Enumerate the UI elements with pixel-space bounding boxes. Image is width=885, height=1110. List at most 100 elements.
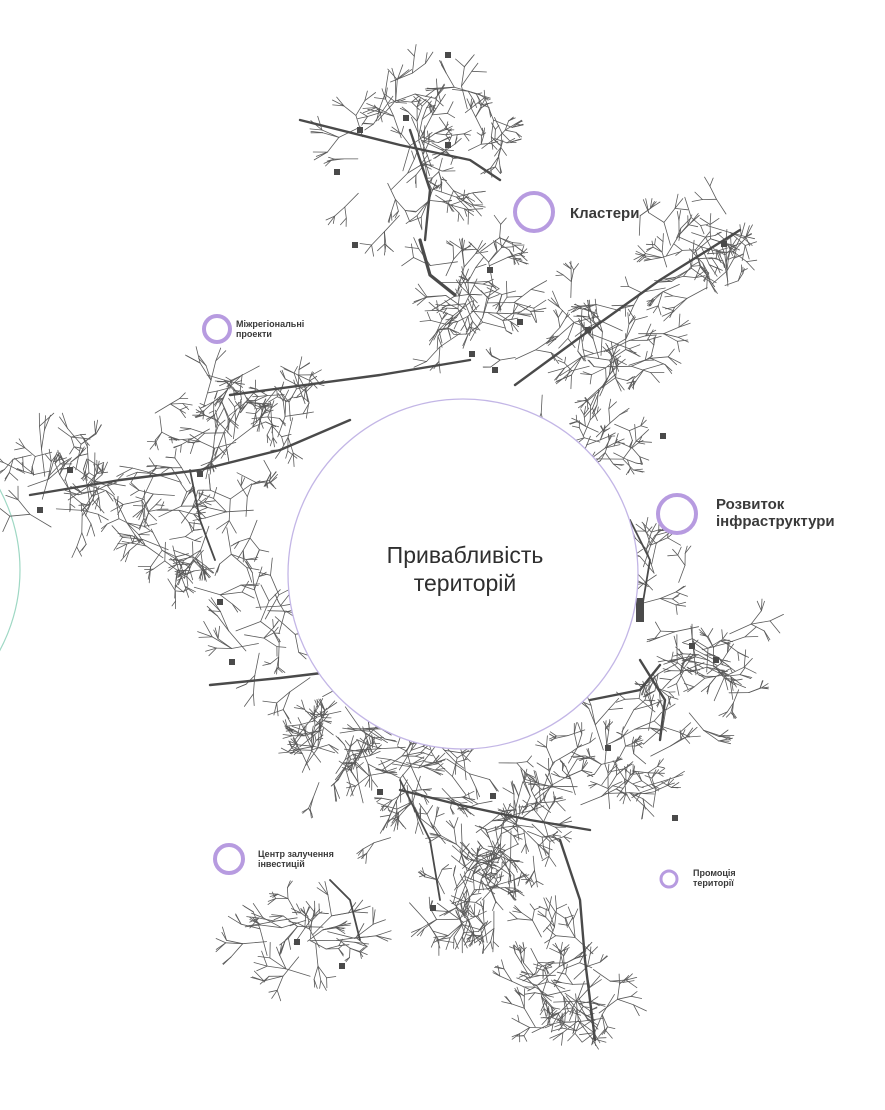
road-segment [525,843,527,854]
clusters-node-ring[interactable] [513,191,555,233]
road-segment [565,973,573,985]
road-segment [181,467,191,485]
road-segment [451,133,465,136]
road-segment [547,989,571,996]
road-segment [494,146,502,157]
road-segment [480,142,492,145]
road-segment [265,409,271,412]
road-segment [472,873,475,891]
road-segment [546,746,554,764]
road-segment [264,388,278,405]
road-segment [511,1017,520,1023]
road-segment [706,663,721,675]
road-segment [664,295,674,298]
clusters-label[interactable]: Кластери [570,205,639,222]
road-segment [404,210,410,221]
road-segment [282,734,293,737]
road-segment [215,409,219,421]
road-segment [175,553,189,558]
road-segment [559,368,571,377]
road-segment [504,123,516,131]
road-segment [573,732,578,748]
road-segment [276,702,279,717]
road-segment [292,729,305,737]
road-segment [502,320,507,332]
road-segment [60,456,66,465]
road-segment [465,934,473,937]
road-segment [508,804,517,811]
road-segment [327,931,356,939]
road-segment [581,759,588,771]
road-segment [70,434,81,438]
road-segment [605,729,608,746]
road-segment [293,749,301,756]
road-segment [703,729,720,737]
promotion-node-ring[interactable] [659,869,679,889]
road-segment [0,469,5,472]
road-segment [243,693,254,707]
interregional-node-ring[interactable] [202,314,232,344]
road-segment [609,359,617,380]
road-segment [461,796,474,804]
road-segment [518,991,525,997]
road-segment [239,390,243,401]
road-segment [604,452,614,465]
infrastructure-node-ring[interactable] [656,493,698,535]
road-segment [494,856,501,860]
road-segment [706,276,716,288]
road-segment [501,861,515,876]
road-segment [567,906,574,920]
road-segment [634,727,651,730]
road-segment [375,935,392,940]
road-segment [267,416,280,419]
infrastructure-label[interactable]: Розвиток інфраструктури [716,496,835,531]
road-segment [727,641,729,654]
road-segment [410,765,422,790]
road-segment [673,243,683,251]
investment-node-ring[interactable] [213,843,245,875]
road-segment [417,283,428,298]
road-segment [593,969,611,982]
road-segment [509,892,517,901]
road-segment [464,102,479,114]
road-segment [437,879,445,895]
road-segment [165,456,176,459]
road-segment [378,93,386,110]
road-segment [231,603,242,612]
road-segment [430,936,437,948]
road-segment [594,724,604,751]
road-segment [309,808,314,818]
road-segment [298,745,315,750]
road-segment [573,951,583,960]
road-segment [625,775,631,785]
road-segment [461,70,473,87]
road-segment [287,417,294,438]
road-segment [600,452,606,462]
road-segment [643,523,647,534]
road-segment [227,418,239,429]
road-segment [208,647,217,657]
road-segment [364,778,371,787]
investment-label[interactable]: Центр залучення інвестицій [258,849,334,870]
road-segment [359,951,364,958]
road-segment [480,929,485,943]
road-segment [514,888,525,897]
road-segment [598,373,617,390]
road-segment [523,1035,528,1042]
road-segment [259,928,268,956]
road-segment [717,669,726,672]
road-segment [234,380,243,384]
road-segment [719,659,728,662]
road-segment [589,737,596,743]
road-segment [551,773,561,778]
road-segment [646,531,652,550]
road-segment [650,745,671,757]
road-segment [463,760,467,781]
road-segment [665,660,678,663]
road-segment [541,1017,549,1025]
road-segment [640,416,645,427]
road-segment [433,935,449,938]
road-segment [683,275,696,279]
interregional-label[interactable]: Міжрегіональні проекти [236,319,304,340]
promotion-label[interactable]: Промоція території [693,868,736,889]
